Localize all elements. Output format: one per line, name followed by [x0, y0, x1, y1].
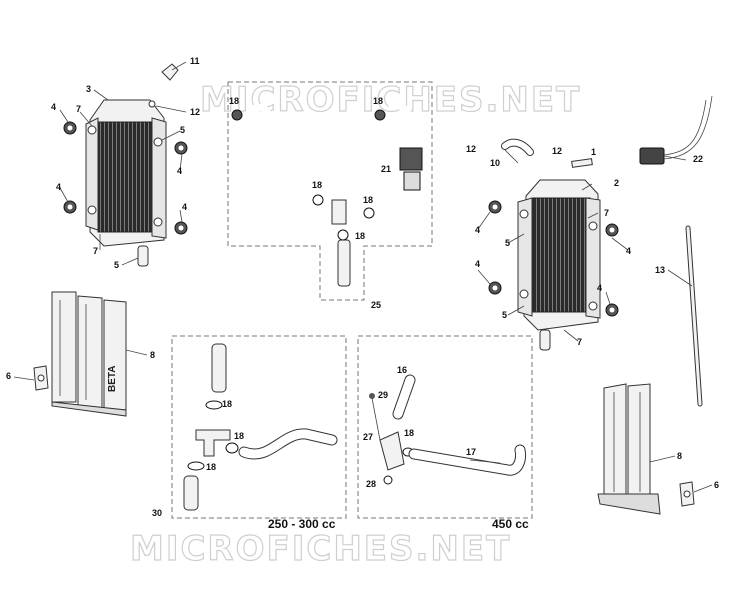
callout-21: 21: [381, 164, 391, 174]
callout-18: 18: [206, 462, 216, 472]
watermark-bottom: MICROFICHES.NET: [130, 529, 511, 569]
callout-3: 3: [86, 84, 91, 94]
callout-6: 6: [6, 371, 11, 381]
callout-4: 4: [177, 166, 182, 176]
callout-8: 8: [150, 350, 155, 360]
variant-label-250-300cc: 250 - 300 cc: [268, 517, 336, 531]
upper-hose-group: [227, 81, 433, 301]
callout-22: 22: [693, 154, 703, 164]
callout-12: 12: [466, 144, 476, 154]
callout-4: 4: [56, 182, 61, 192]
callout-25: 25: [371, 300, 381, 310]
right-grommets: [488, 200, 619, 317]
callout-18: 18: [404, 428, 414, 438]
callout-5: 5: [502, 310, 507, 320]
leader-lines: [13, 61, 713, 493]
callout-4: 4: [475, 225, 480, 235]
box-250-300cc: 250 - 300 cc: [171, 335, 347, 531]
variant-label-450cc: 450 cc: [492, 517, 529, 531]
callout-5: 5: [505, 238, 510, 248]
callout-4: 4: [597, 283, 602, 293]
guard-lettering-left: BETA: [107, 366, 118, 392]
right-radiator: [501, 138, 601, 351]
callout-7: 7: [577, 337, 582, 347]
callout-numbers: 11 3 12 4 7 5 4 4 4 7 5 8 6 18 18 21 18 …: [6, 56, 719, 518]
callout-13: 13: [655, 265, 665, 275]
callout-18: 18: [234, 431, 244, 441]
callout-8: 8: [677, 451, 682, 461]
left-radiator-guard: BETA: [51, 291, 127, 417]
box-450cc: 450 cc: [357, 335, 533, 531]
callout-16: 16: [397, 365, 407, 375]
callout-11: 11: [190, 56, 200, 66]
callout-2: 2: [614, 178, 619, 188]
right-radiator-guard: [597, 383, 661, 515]
watermark-top: MICROFICHES.NET: [200, 80, 581, 120]
callout-4: 4: [475, 259, 480, 269]
callout-28: 28: [366, 479, 376, 489]
left-radiator: [85, 63, 179, 267]
callout-18: 18: [222, 399, 232, 409]
callout-30: 30: [152, 508, 162, 518]
callout-27: 27: [363, 432, 373, 442]
callout-7: 7: [93, 246, 98, 256]
callout-18: 18: [355, 231, 365, 241]
callout-18: 18: [373, 96, 383, 106]
callout-12: 12: [552, 146, 562, 156]
callout-12: 12: [190, 107, 200, 117]
callout-4: 4: [51, 102, 56, 112]
callout-10: 10: [490, 158, 500, 168]
callout-18: 18: [229, 96, 239, 106]
callout-7: 7: [604, 208, 609, 218]
callout-29: 29: [378, 390, 388, 400]
callout-18: 18: [312, 180, 322, 190]
left-grommets: [63, 121, 188, 235]
callout-18: 18: [363, 195, 373, 205]
callout-7: 7: [76, 104, 81, 114]
overflow-tube: [685, 225, 703, 407]
callout-5: 5: [180, 125, 185, 135]
callout-4: 4: [626, 246, 631, 256]
callout-5: 5: [114, 260, 119, 270]
fan-sensor: [639, 95, 713, 165]
callout-1: 1: [591, 147, 596, 157]
callout-6: 6: [714, 480, 719, 490]
right-bracket: [679, 481, 695, 507]
left-bracket: [33, 365, 49, 391]
callout-4: 4: [182, 202, 187, 212]
callout-17: 17: [466, 447, 476, 457]
